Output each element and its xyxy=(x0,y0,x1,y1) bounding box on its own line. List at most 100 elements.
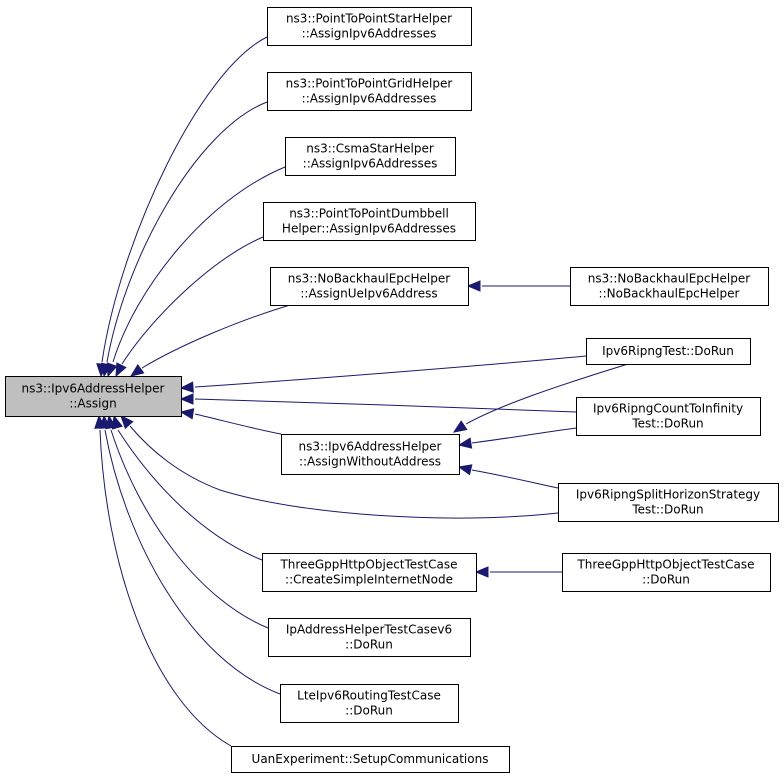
edge-line xyxy=(129,425,559,519)
node-nobackhaul-ctor[interactable]: ns3::NoBackhaulEpcHelper::NoBackhaulEpcH… xyxy=(570,267,769,306)
arrowhead xyxy=(179,381,194,393)
edge-assign_without-to-root xyxy=(179,408,282,435)
edge-line xyxy=(106,101,268,363)
edge-uan-to-root xyxy=(94,414,232,747)
arrowhead xyxy=(179,408,195,420)
node-label-line: ns3::NoBackhaulEpcHelper xyxy=(588,272,750,286)
node-label-line: Ipv6RipngTest::DoRun xyxy=(602,344,734,358)
nodes: ns3::Ipv6AddressHelper::Assign ns3::Point… xyxy=(5,7,779,773)
edge-line xyxy=(112,166,286,363)
node-box xyxy=(558,483,779,522)
node-label-line: Ipv6RipngCountToInfinity xyxy=(593,402,743,416)
arrowhead xyxy=(457,464,473,476)
node-box xyxy=(5,376,182,417)
node-nobackhaul-assign[interactable]: ns3::NoBackhaulEpcHelper::AssignUeIpv6Ad… xyxy=(270,267,469,306)
node-label-line: ns3::CsmaStarHelper xyxy=(306,142,434,156)
node-box xyxy=(280,684,459,723)
node-label-line: Test::DoRun xyxy=(631,417,703,431)
node-label-line: ::CreateSimpleInternetNode xyxy=(285,573,453,587)
node-label-line: ns3::PointToPointStarHelper xyxy=(286,12,452,26)
edge-line xyxy=(104,429,281,695)
edge-line xyxy=(141,304,291,369)
edge-line xyxy=(194,398,577,413)
edge-star-to-root xyxy=(96,36,268,378)
node-box xyxy=(586,338,751,365)
edges xyxy=(94,36,629,747)
node-label-line: ns3::PointToPointDumbbell xyxy=(289,207,449,221)
edge-line xyxy=(121,236,264,365)
node-csma[interactable]: ns3::CsmaStarHelper::AssignIpv6Addresses xyxy=(285,137,456,176)
node-label-line: ::DoRun xyxy=(642,573,690,587)
node-ripng[interactable]: Ipv6RipngTest::DoRun xyxy=(586,338,751,365)
node-box xyxy=(267,72,472,111)
node-box xyxy=(270,267,469,306)
node-label-line: ns3::Ipv6AddressHelper xyxy=(22,382,165,396)
edge-line xyxy=(101,36,268,363)
node-http-create[interactable]: ThreeGppHttpObjectTestCase::CreateSimple… xyxy=(262,553,477,592)
node-label-line: ThreeGppHttpObjectTestCase xyxy=(576,558,754,572)
node-label-line: ns3::PointToPointGridHelper xyxy=(286,77,453,91)
node-label-line: ::AssignIpv6Addresses xyxy=(303,157,438,171)
node-box xyxy=(268,618,471,657)
node-lte-routing[interactable]: LteIpv6RoutingTestCase::DoRun xyxy=(280,684,459,723)
node-box xyxy=(231,746,510,773)
arrowhead xyxy=(466,280,481,292)
edge-line xyxy=(117,429,263,561)
node-label-line: Ipv6RipngSplitHorizonStrategy xyxy=(576,488,760,502)
edge-lte_routing-to-root xyxy=(99,414,281,695)
node-box xyxy=(281,434,460,475)
arrowhead xyxy=(115,362,127,378)
node-box xyxy=(562,553,771,592)
node-label-line: IpAddressHelperTestCasev6 xyxy=(286,623,452,637)
arrowhead xyxy=(179,393,194,405)
edge-ripng_inf-to-root xyxy=(179,393,577,413)
node-label-line: UanExperiment::SetupCommunications xyxy=(252,752,489,766)
node-label-line: Helper::AssignIpv6Addresses xyxy=(282,222,456,236)
node-assign-without[interactable]: ns3::Ipv6AddressHelper::AssignWithoutAdd… xyxy=(281,434,460,475)
edge-line xyxy=(194,355,587,388)
edge-line xyxy=(110,429,269,629)
edge-dumbbell-to-root xyxy=(115,236,264,378)
node-label-line: ThreeGppHttpObjectTestCase xyxy=(279,558,457,572)
node-dumbbell[interactable]: ns3::PointToPointDumbbellHelper::AssignI… xyxy=(263,202,476,241)
edge-line xyxy=(471,427,577,444)
arrowhead xyxy=(106,362,118,378)
node-label-line: ::AssignIpv6Addresses xyxy=(302,92,437,106)
arrowhead xyxy=(457,437,473,449)
node-http-run[interactable]: ThreeGppHttpObjectTestCase::DoRun xyxy=(562,553,771,592)
edge-ripng_split-to-assign_without xyxy=(457,464,559,489)
node-box xyxy=(285,137,456,176)
edge-nobackhaul_assign-to-root xyxy=(129,304,291,377)
node-grid[interactable]: ns3::PointToPointGridHelper::AssignIpv6A… xyxy=(267,72,472,111)
edge-line xyxy=(471,469,559,489)
node-ipaddr-v6[interactable]: IpAddressHelperTestCasev6::DoRun xyxy=(268,618,471,657)
edge-grid-to-root xyxy=(100,101,268,378)
node-label-line: Test::DoRun xyxy=(631,503,703,517)
node-label-line: ::NoBackhaulEpcHelper xyxy=(599,287,740,301)
edge-csma-to-root xyxy=(106,166,286,378)
node-root[interactable]: ns3::Ipv6AddressHelper::Assign xyxy=(5,376,182,417)
node-label-line: ::DoRun xyxy=(345,638,393,652)
node-label-line: ::AssignUeIpv6Address xyxy=(300,287,437,301)
node-label-line: ::AssignIpv6Addresses xyxy=(302,27,437,41)
node-star[interactable]: ns3::PointToPointStarHelper::AssignIpv6A… xyxy=(267,7,472,46)
arrowhead xyxy=(94,414,106,429)
arrowhead xyxy=(452,420,468,433)
arrowhead xyxy=(474,566,489,578)
node-box xyxy=(262,553,477,592)
edge-line xyxy=(99,429,232,747)
node-uan[interactable]: UanExperiment::SetupCommunications xyxy=(231,746,510,773)
node-box xyxy=(263,202,476,241)
edge-http_run-to-http_create xyxy=(474,566,562,578)
node-label-line: ns3::Ipv6AddressHelper xyxy=(299,440,442,454)
edge-nobackhaul_ctor-to-nobackhaul_assign xyxy=(466,280,570,292)
node-box xyxy=(267,7,472,46)
node-label-line: LteIpv6RoutingTestCase xyxy=(297,689,441,703)
node-box xyxy=(570,267,769,306)
edge-ripng-to-root xyxy=(179,355,587,393)
node-label-line: ::Assign xyxy=(69,397,116,411)
node-label-line: ::DoRun xyxy=(345,704,393,718)
